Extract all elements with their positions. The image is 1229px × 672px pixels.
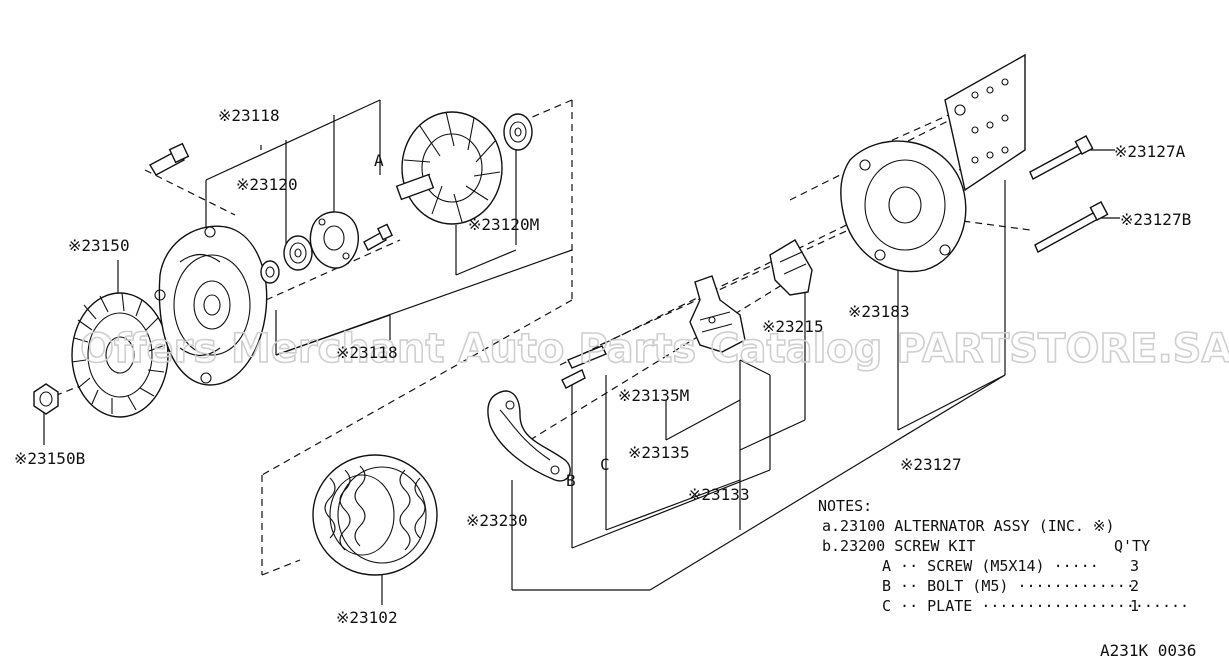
notes-item-c-qty: 1 — [1130, 597, 1139, 615]
front-housing-icon — [154, 225, 268, 386]
bearing-23120-icon — [283, 235, 313, 271]
fan-23150-icon — [71, 292, 169, 418]
label-23133: ※23133 — [688, 485, 750, 504]
rear-cover-plate-icon — [944, 53, 1026, 192]
rotor-23120M-icon — [395, 111, 503, 225]
nut-23150B-icon — [33, 383, 59, 415]
label-ref-b: B — [566, 471, 576, 490]
plate-c-icon — [567, 345, 607, 369]
label-23135M: ※23135M — [618, 386, 689, 405]
label-23102: ※23102 — [336, 608, 398, 627]
spacer-icon — [260, 260, 280, 284]
notes-line-a: a.23100 ALTERNATOR ASSY (INC. ※) — [822, 517, 1115, 535]
label-23150: ※23150 — [68, 236, 130, 255]
guide-lines-left — [43, 99, 573, 576]
bolt-icon — [149, 142, 190, 176]
bolt-b-icon — [561, 369, 586, 389]
notes-item-a: A ·· SCREW (M5X14) ····· — [882, 557, 1099, 575]
retainer-plate-icon — [309, 211, 359, 269]
stator-23102-icon — [312, 454, 438, 576]
label-23150B: ※23150B — [14, 449, 85, 468]
rear-housing-23183-icon — [840, 140, 967, 273]
label-ref-a: A — [374, 151, 384, 170]
through-bolt-b-icon — [1034, 201, 1109, 253]
notes-line-b: b.23200 SCREW KIT — [822, 537, 976, 555]
rectifier-23215-icon — [769, 239, 813, 296]
cover-23230-icon — [487, 390, 571, 482]
regulator-23135M-icon — [689, 275, 746, 353]
label-23118-top: ※23118 — [218, 106, 280, 125]
label-23127B: ※23127B — [1120, 210, 1191, 229]
notes-item-c: C ·· PLATE ······················· — [882, 597, 1189, 615]
notes-item-b-qty: 2 — [1130, 577, 1139, 595]
label-ref-c: C — [600, 455, 610, 474]
label-23120M: ※23120M — [468, 215, 539, 234]
notes-item-b: B ·· BOLT (M5) ············· — [882, 577, 1135, 595]
notes-item-a-qty: 3 — [1130, 557, 1139, 575]
notes-block: NOTES: a.23100 ALTERNATOR ASSY (INC. ※) … — [818, 497, 1189, 615]
bearing-right-icon — [503, 113, 533, 151]
notes-title: NOTES: — [818, 497, 872, 515]
label-23127: ※23127 — [900, 455, 962, 474]
label-23120: ※23120 — [236, 175, 298, 194]
label-23127A: ※23127A — [1114, 142, 1186, 161]
notes-qty-header: Q'TY — [1114, 537, 1150, 555]
label-23215: ※23215 — [762, 317, 824, 336]
through-bolt-a-icon — [1029, 135, 1094, 180]
label-23135: ※23135 — [628, 443, 690, 462]
watermark-text: Offers Merchant Auto Parts Catalog PARTS… — [80, 326, 1229, 372]
label-23183: ※23183 — [848, 302, 910, 321]
label-23230: ※23230 — [466, 511, 528, 530]
drawing-code: A231K 0036 — [1100, 641, 1196, 660]
reference-lines-right — [511, 149, 1120, 591]
screw-a-icon — [363, 223, 393, 251]
label-23118-mid: ※23118 — [336, 343, 398, 362]
